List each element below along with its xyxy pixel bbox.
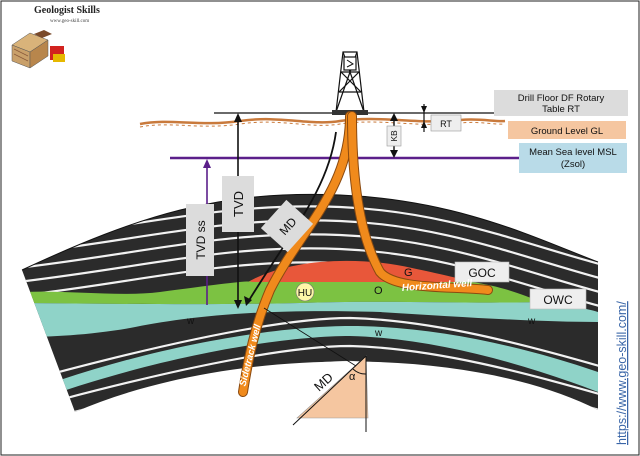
strata-line [22, 233, 598, 304]
rt-arrow [421, 104, 462, 132]
drilling-rig-icon [332, 51, 368, 115]
sidetrack-wellbore [239, 112, 354, 396]
logo-brand: Geologist Skills [34, 5, 100, 16]
gas-cap [248, 260, 472, 282]
gas-label: G [404, 267, 413, 279]
hu-marker [295, 282, 315, 302]
site-url-link[interactable]: https://www.geo-skill.com/ [615, 301, 629, 445]
water-label-right: w [527, 316, 536, 327]
tvd-ss-label-box [186, 204, 214, 276]
strata-line [22, 316, 598, 390]
goc-label: GOC [468, 266, 496, 280]
oil-label: O [374, 285, 383, 297]
water-label-left: w [186, 316, 195, 327]
drill-floor-label-line2: Table RT [542, 104, 580, 115]
water-aquifer [22, 301, 598, 337]
inclination-triangle [263, 307, 369, 432]
ground-level-label: Ground Level GL [531, 126, 603, 137]
logo-site: www.geo-skill.com [50, 19, 89, 24]
msl-label-line2: (Zsol) [561, 159, 585, 170]
goc-callout-box [454, 261, 510, 283]
rt-label: RT [440, 119, 452, 129]
tvd-label-box [222, 176, 254, 232]
md-measure-curve [247, 131, 337, 303]
owc-label: OWC [543, 293, 573, 307]
lower-water-layer [60, 326, 598, 392]
drill-floor-callout-box [494, 90, 628, 116]
wellbores [238, 111, 493, 397]
horizontal-wellbore [348, 112, 492, 294]
strata-line [22, 219, 598, 290]
owc-callout-box [529, 288, 587, 310]
logo-block-icon [11, 30, 65, 69]
logo: Geologist Skills www.geo-skill.com [11, 5, 100, 69]
water-label-center: w [374, 328, 383, 339]
tvd-label: TVD [231, 191, 246, 217]
strata-line [22, 344, 598, 412]
drill-floor-label-line1: Drill Floor DF Rotary [518, 93, 605, 104]
kb-label: KB [389, 130, 399, 142]
alpha-label: α [349, 371, 356, 383]
msl-label-line1: Mean Sea level MSL [529, 147, 617, 158]
tvd-ss-label: TVD ss [194, 220, 208, 259]
structure-top [21, 193, 599, 271]
hu-label: HU [298, 288, 312, 299]
ground-level-callout-box [508, 121, 626, 139]
msl-callout-box [519, 143, 627, 173]
ground-surface-line [139, 117, 506, 126]
md-upper-label-box [260, 199, 314, 253]
horizontal-well-label: Horizontal well [401, 278, 472, 294]
kb-arrow [386, 113, 402, 158]
